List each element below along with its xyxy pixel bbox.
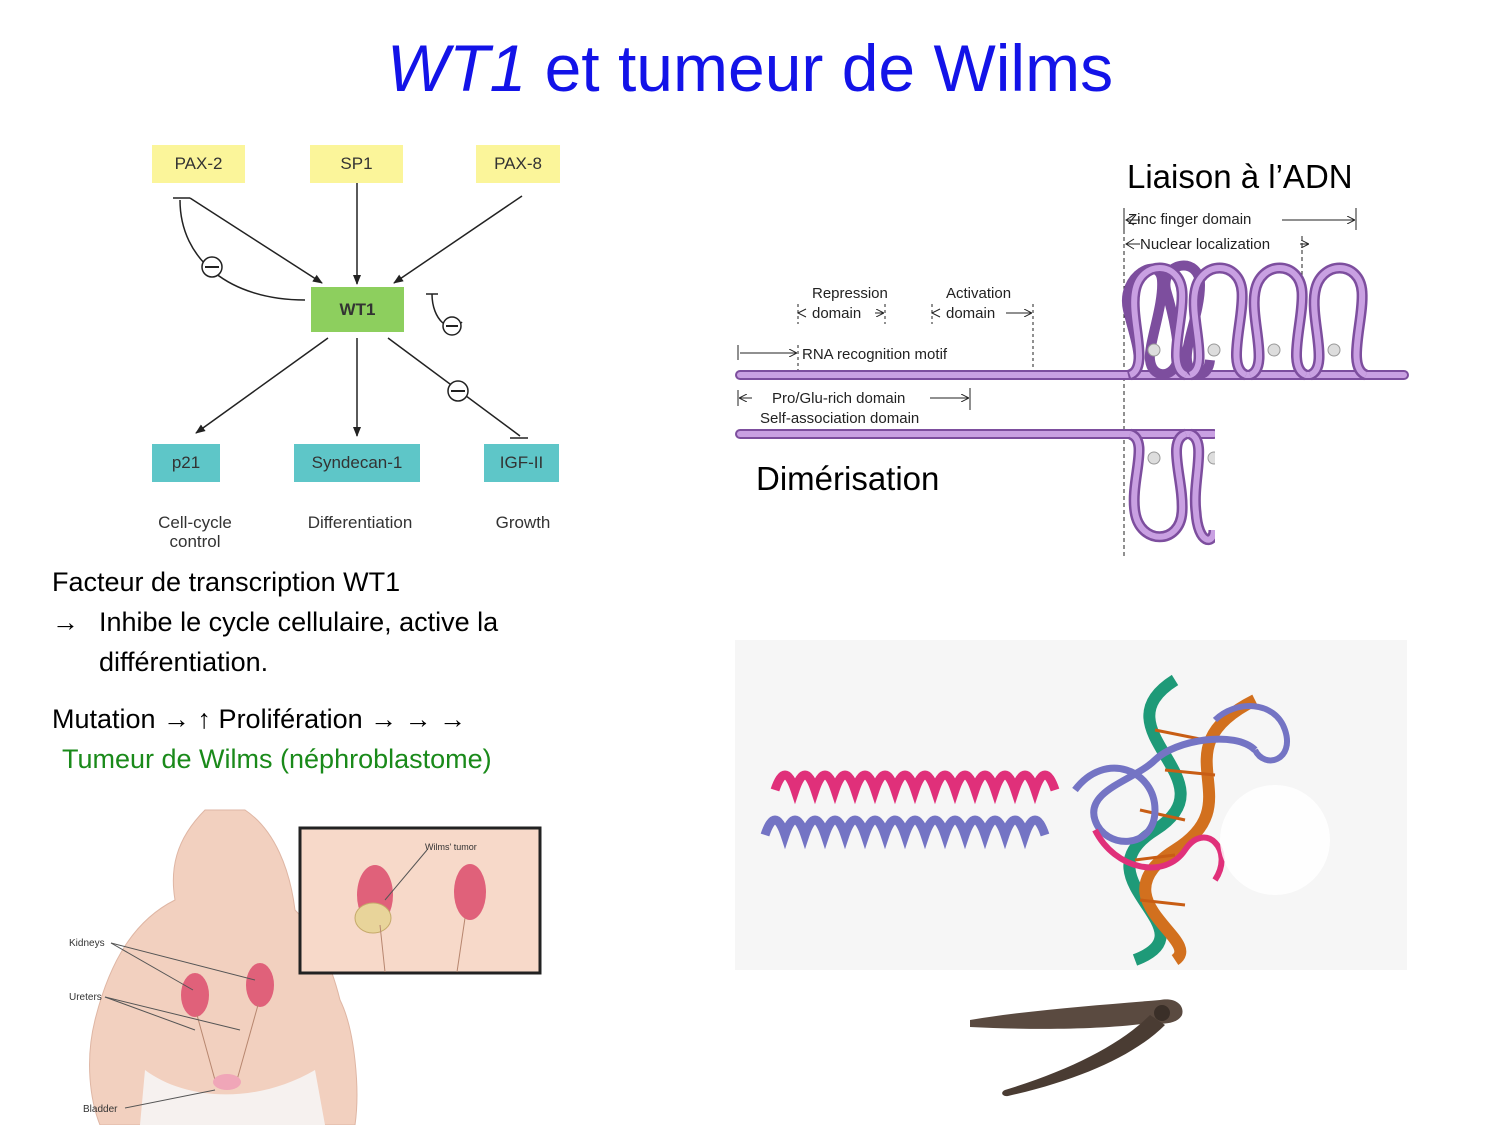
pink-alpha-helix bbox=[770, 770, 1060, 805]
function-growth: Growth bbox=[495, 513, 551, 532]
node-igf2: IGF-II bbox=[484, 444, 559, 482]
repression-label: Repression bbox=[812, 285, 888, 302]
zinc-finger-loops bbox=[1127, 262, 1369, 381]
slide-title: WT1 et tumeur de Wilms bbox=[0, 30, 1500, 106]
kidney-left bbox=[181, 973, 209, 1017]
activation-domain-label: domain bbox=[946, 305, 995, 322]
network-arrows bbox=[173, 183, 528, 439]
blue-alpha-helix bbox=[760, 815, 1050, 850]
label-ureters: Ureters bbox=[69, 992, 102, 1003]
nuclear-localization-label: Nuclear localization bbox=[1140, 236, 1270, 253]
node-syndecan1: Syndecan-1 bbox=[294, 444, 420, 482]
wt1-domain-diagram: Zinc finger domain Nuclear localization … bbox=[735, 208, 1415, 560]
dna-strand-orange bbox=[1139, 694, 1258, 965]
zinc-finger-structure bbox=[1072, 735, 1258, 845]
node-sp1: SP1 bbox=[310, 145, 403, 183]
title-rest: et tumeur de Wilms bbox=[526, 31, 1114, 105]
diaper bbox=[140, 1070, 325, 1125]
title-gene: WT1 bbox=[386, 31, 527, 105]
child-body bbox=[89, 809, 358, 1125]
text-inhibits-cycle: Inhibe le cycle cellulaire, active la bbox=[99, 607, 499, 637]
kidney-right bbox=[246, 963, 274, 1007]
text-transcription-factor: Facteur de transcription WT1 bbox=[52, 567, 401, 597]
zinc-finger-label: Zinc finger domain bbox=[1128, 211, 1251, 228]
pliers-handle-bottom bbox=[1002, 1015, 1165, 1097]
node-pax2: PAX-2 bbox=[152, 145, 245, 183]
node-pax8: PAX-8 bbox=[476, 145, 560, 183]
label-dna-binding: Liaison à l’ADN bbox=[1127, 158, 1353, 195]
text-differentiation: différentiation. bbox=[99, 647, 269, 677]
rna-motif-label: RNA recognition motif bbox=[802, 346, 948, 363]
tumor-mass bbox=[354, 902, 392, 934]
bladder-shape bbox=[213, 1074, 241, 1090]
pliers-image bbox=[970, 999, 1183, 1097]
text-wilms-tumor: Tumeur de Wilms (néphroblastome) bbox=[62, 744, 492, 774]
activation-label: Activation bbox=[946, 285, 1011, 302]
text-arrow: → bbox=[52, 607, 79, 637]
anatomy-illustration: Kidneys Ureters Bladder Wilms' tumor bbox=[69, 809, 542, 1125]
function-cell-cycle: Cell-cycle control bbox=[158, 513, 232, 551]
function-differentiation: Differentiation bbox=[307, 513, 413, 532]
pliers-pivot bbox=[1154, 1005, 1170, 1021]
repression-domain-label: domain bbox=[812, 305, 861, 322]
text-mutation: Mutation → ↑ Prolifération → → → bbox=[52, 704, 467, 734]
pliers-handle-top bbox=[970, 999, 1183, 1029]
self-association-label: Self-association domain bbox=[760, 410, 919, 427]
label-dimerisation: Dimérisation bbox=[756, 460, 940, 497]
label-wilms-tumor: Wilms' tumor bbox=[425, 842, 477, 852]
wt1-dna-structure bbox=[735, 640, 1407, 970]
dimer-zinc-finger-loops bbox=[1127, 428, 1221, 546]
node-wt1: WT1 bbox=[311, 287, 404, 332]
label-bladder: Bladder bbox=[83, 1104, 118, 1115]
label-kidneys: Kidneys bbox=[69, 938, 105, 949]
pro-glu-label: Pro/Glu-rich domain bbox=[772, 390, 905, 407]
tumor-inset bbox=[298, 826, 542, 975]
node-p21: p21 bbox=[152, 444, 220, 482]
